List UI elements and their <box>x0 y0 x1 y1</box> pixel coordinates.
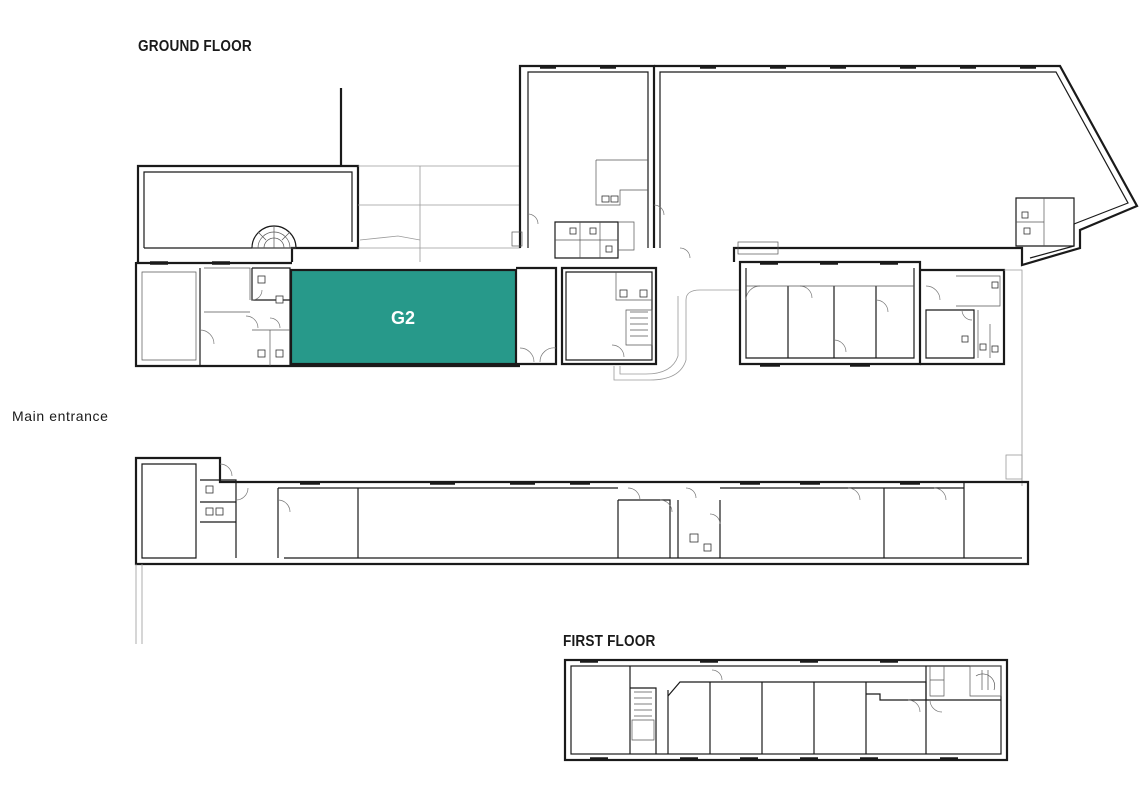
first-floor-title: FIRST FLOOR <box>563 633 656 650</box>
unit-g2-area[interactable] <box>291 270 516 364</box>
ground-floor-title: GROUND FLOOR <box>138 38 252 55</box>
ground-floor-south-wing <box>134 456 1030 644</box>
ground-floor-middle-rooms <box>516 266 740 381</box>
ground-floor-windows <box>150 65 1036 367</box>
spiral-stair-icon <box>251 225 297 249</box>
main-entrance-label: Main entrance <box>12 408 109 424</box>
ground-floor-north-wing <box>136 64 1139 267</box>
ground-floor-east-rooms <box>738 260 1023 486</box>
first-floor-plan <box>563 658 1009 762</box>
unit-g2[interactable]: G2 <box>289 268 518 366</box>
unit-g2-label: G2 <box>391 308 415 328</box>
